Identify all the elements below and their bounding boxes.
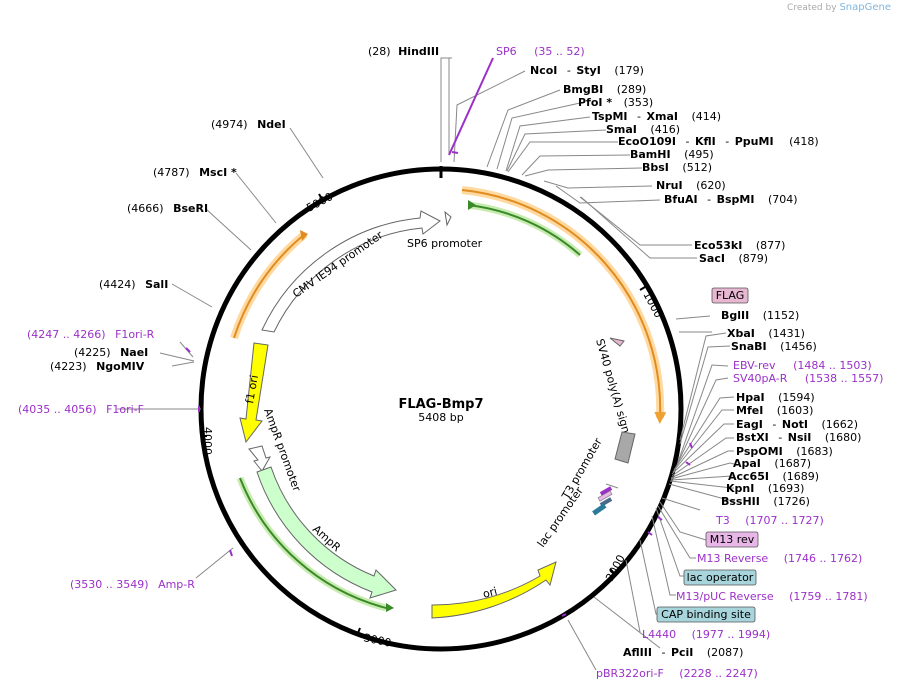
label-ecoo109i: EcoO109I - KflI - PpuMI (418) <box>618 135 819 148</box>
label-flag: FLAG <box>711 287 749 304</box>
label-kpni: KpnI (1693) <box>726 482 804 495</box>
label-afliii: AflIII - PciI (2087) <box>623 646 743 659</box>
svg-text:M13 rev: M13 rev <box>710 533 755 546</box>
label-smai: SmaI (416) <box>606 123 680 136</box>
label-ndei: (4974) NdeI <box>211 118 286 131</box>
tick-4000: 4000 <box>201 427 214 455</box>
label-hindiii: (28) HindIII <box>368 45 439 58</box>
label-eco53ki: Eco53kI (877) <box>694 239 785 252</box>
label-sali: (4424) SalI <box>99 278 168 291</box>
label-ngomiv: (4223) NgoMIV <box>50 360 145 373</box>
label-pfoi: PfoI * (353) <box>578 96 653 109</box>
flag-mark <box>609 337 625 347</box>
plasmid-name: FLAG-Bmp7 <box>398 397 483 412</box>
label-naei: (4225) NaeI <box>74 346 148 359</box>
green-feature-arc <box>467 204 581 256</box>
green-bottom-arc <box>239 477 387 609</box>
label-bseri: (4666) BseRI <box>127 202 208 215</box>
label-tspmi: TspMI - XmaI (414) <box>592 110 721 123</box>
label-t3: T3 (1707 .. 1727) <box>715 514 824 527</box>
label-bstxi: BstXI - NsiI (1680) <box>736 431 861 444</box>
tick-1000: 1000 <box>640 289 665 320</box>
label-m13-rev: M13 rev <box>705 531 759 548</box>
label-m13-puc-reverse: M13/pUC Reverse (1759 .. 1781) <box>676 590 868 603</box>
f1-ori-arrow <box>239 342 269 444</box>
label-snabi: SnaBI (1456) <box>731 340 817 353</box>
leader-lines <box>117 57 735 671</box>
primer-marks <box>185 57 693 617</box>
orange-feature-arc <box>461 189 667 424</box>
label-hpai: HpaI (1594) <box>736 391 815 404</box>
mcs-cluster <box>592 483 619 516</box>
label-pbr322ori-f: pBR322ori-F (2228 .. 2247) <box>596 667 758 680</box>
ampr-arrow <box>256 466 397 599</box>
ori-label: ori <box>481 585 498 601</box>
ampr-promoter-arrow <box>248 445 272 472</box>
label-ncoi: NcoI - StyI (179) <box>530 64 644 77</box>
ori-arrow <box>431 561 557 619</box>
f1-ori-label: f1 ori <box>243 374 261 405</box>
label-bmgbi: BmgBI (289) <box>563 83 646 96</box>
label-nrui: NruI (620) <box>656 179 726 192</box>
label-apai: ApaI (1687) <box>733 457 811 470</box>
label-lac-operator: lac operator <box>683 569 757 586</box>
watermark: Created by SnapGene <box>787 2 891 13</box>
sv40-box <box>614 431 636 464</box>
svg-text:FLAG: FLAG <box>716 289 745 302</box>
label-eagi: EagI - NotI (1662) <box>736 418 858 431</box>
plasmid-length: 5408 bp <box>418 411 463 424</box>
label-sp6: SP6 (35 .. 52) <box>496 45 585 58</box>
label-l4440: L4440 (1977 .. 1994) <box>642 628 770 641</box>
label-m13-reverse: M13 Reverse (1746 .. 1762) <box>697 552 862 565</box>
label-f1ori-f: (4035 .. 4056) F1ori-F <box>18 403 144 416</box>
label-ebv-rev: EBV-rev (1484 .. 1503) <box>733 359 872 372</box>
ring-ticks <box>201 193 646 634</box>
label-bsshii: BssHII (1726) <box>721 495 810 508</box>
sp6-promoter-arrow <box>444 210 452 227</box>
label-sv40pa-r: SV40pA-R (1538 .. 1557) <box>733 372 883 385</box>
label-cap-binding-site: CAP binding site <box>656 606 756 623</box>
label-bbsi: BbsI (512) <box>642 161 712 174</box>
label-xbai: XbaI (1431) <box>727 327 805 340</box>
label-bamhi: BamHI (495) <box>630 148 714 161</box>
label-pspomi: PspOMI (1683) <box>736 445 833 458</box>
label-bglii: BglII (1152) <box>721 309 799 322</box>
label-acc65i: Acc65I (1689) <box>728 470 819 483</box>
label-saci: SacI (879) <box>699 252 768 265</box>
sp6-promoter-label: SP6 promoter <box>407 237 483 250</box>
svg-text:CAP binding site: CAP binding site <box>661 608 751 621</box>
orange-left-arc <box>233 233 306 339</box>
tick-3000: 3000 <box>362 631 392 650</box>
snapgene-logo: SnapGene <box>839 2 891 13</box>
label-amp-r: (3530 .. 3549) Amp-R <box>70 578 195 591</box>
label-mfei: MfeI (1603) <box>736 404 813 417</box>
label-f1ori-r: (4247 .. 4266) F1ori-R <box>27 328 155 341</box>
cmv-promoter-arrow <box>261 210 441 333</box>
svg-text:lac operator: lac operator <box>687 571 754 584</box>
label-bfuai: BfuAI - BspMI (704) <box>664 193 798 206</box>
label-msci: (4787) MscI * <box>153 166 237 179</box>
sv40-label: SV40 poly(A) signal <box>593 337 635 444</box>
